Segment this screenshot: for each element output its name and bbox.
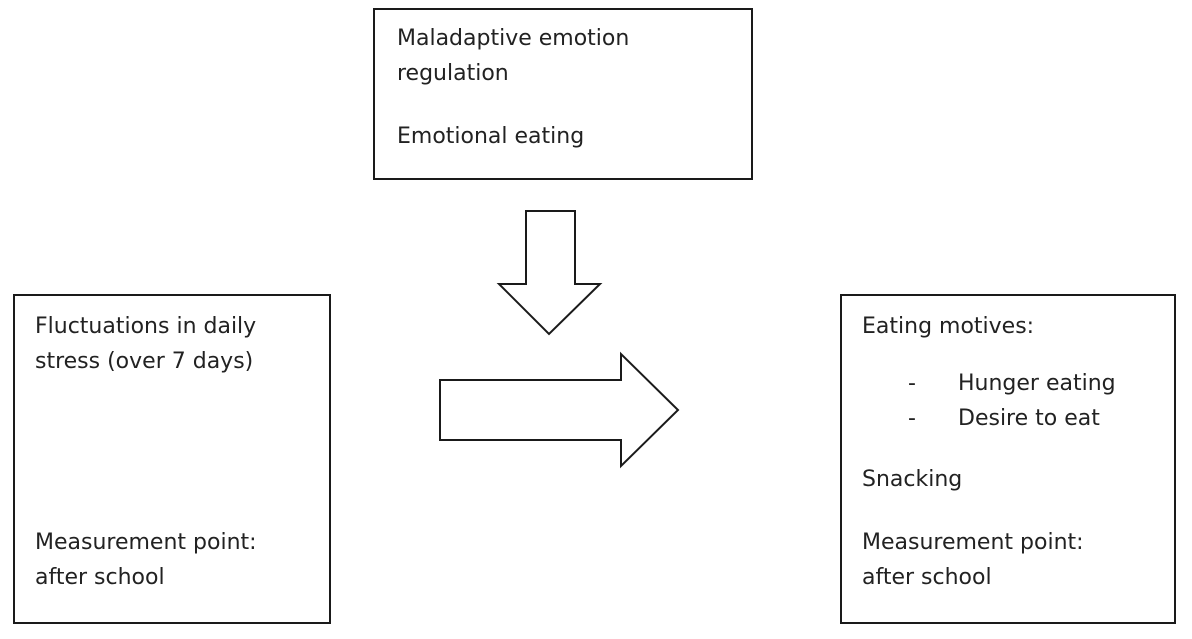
predictor-box: Fluctuations in daily stress (over 7 day… xyxy=(13,294,331,624)
moderator-line-1: Maladaptive emotion xyxy=(397,26,630,51)
bullet-marker: - xyxy=(908,406,916,431)
moderator-line-2: regulation xyxy=(397,61,509,86)
outcome-measurement-value: after school xyxy=(862,565,992,590)
predictor-measurement-value: after school xyxy=(35,565,165,590)
predictor-measurement-label: Measurement point: xyxy=(35,530,257,555)
list-item: - Desire to eat xyxy=(908,402,1100,435)
bullet-marker: - xyxy=(908,371,916,396)
predictor-line-1: Fluctuations in daily xyxy=(35,314,257,339)
outcome-title: Eating motives: xyxy=(862,314,1035,339)
bullet-label: Desire to eat xyxy=(958,406,1100,431)
list-item: - Hunger eating xyxy=(908,367,1116,400)
bullet-label: Hunger eating xyxy=(958,371,1116,396)
outcome-box: Eating motives: - Hunger eating - Desire t… xyxy=(840,294,1176,624)
outcome-measurement-label: Measurement point: xyxy=(862,530,1084,555)
moderator-line-3: Emotional eating xyxy=(397,124,585,149)
predictor-line-2: stress (over 7 days) xyxy=(35,349,254,374)
outcome-snacking: Snacking xyxy=(862,467,963,492)
moderator-box: Maladaptive emotion regulation Emotional… xyxy=(373,8,753,180)
